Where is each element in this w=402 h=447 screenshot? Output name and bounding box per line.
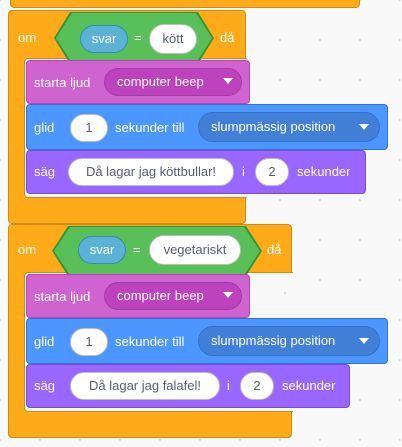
top-partial-block[interactable]: [10, 0, 360, 8]
compare-value-input-1[interactable]: kött: [149, 24, 197, 54]
compare-value-input-2[interactable]: vegetariskt: [149, 235, 241, 265]
sound-dropdown-1[interactable]: computer beep: [104, 68, 242, 96]
glide-unit-label-2: sekunder till: [115, 334, 185, 349]
sound-dropdown-1-value: computer beep: [117, 74, 204, 89]
if-keyword-2: om: [18, 242, 37, 257]
say-sep-label-1: i: [242, 164, 245, 179]
then-keyword-1: då: [220, 30, 235, 45]
if-keyword-1: om: [18, 30, 37, 45]
say-message-input-2[interactable]: Då lagar jag falafel!: [70, 372, 220, 400]
play-sound-label-1: starta ljud: [34, 75, 91, 90]
say-message-input-1[interactable]: Då lagar jag köttbullar!: [68, 158, 234, 186]
glide-seconds-input-1[interactable]: 1: [70, 114, 108, 142]
say-seconds-input-1[interactable]: 2: [255, 158, 289, 186]
chevron-down-icon: [223, 78, 233, 84]
equals-sign-1: =: [134, 30, 142, 45]
answer-reporter-1[interactable]: svar: [80, 25, 128, 53]
chevron-down-icon: [359, 124, 369, 130]
sound-dropdown-2[interactable]: computer beep: [104, 282, 242, 310]
answer-reporter-2[interactable]: svar: [78, 236, 126, 264]
sound-dropdown-2-value: computer beep: [117, 288, 204, 303]
say-unit-label-1: sekunder: [297, 164, 351, 179]
say-label-2: säg: [34, 378, 55, 393]
chevron-down-icon: [223, 292, 233, 298]
glide-seconds-input-2[interactable]: 1: [70, 328, 108, 356]
say-seconds-input-2[interactable]: 2: [240, 372, 274, 400]
equals-sign-2: =: [133, 242, 141, 257]
chevron-down-icon: [359, 338, 369, 344]
say-sep-label-2: i: [227, 378, 230, 393]
glide-target-dropdown-2[interactable]: slumpmässig position: [198, 326, 380, 356]
glide-target-dropdown-1[interactable]: slumpmässig position: [198, 112, 380, 142]
glide-label-1: glid: [34, 120, 55, 135]
glide-label-2: glid: [34, 334, 55, 349]
then-keyword-2: då: [267, 242, 282, 257]
glide-unit-label-1: sekunder till: [115, 120, 185, 135]
glide-target-dropdown-2-value: slumpmässig position: [211, 333, 336, 348]
say-unit-label-2: sekunder: [282, 378, 336, 393]
say-label-1: säg: [34, 164, 55, 179]
glide-target-dropdown-1-value: slumpmässig position: [211, 119, 336, 134]
play-sound-label-2: starta ljud: [34, 289, 91, 304]
